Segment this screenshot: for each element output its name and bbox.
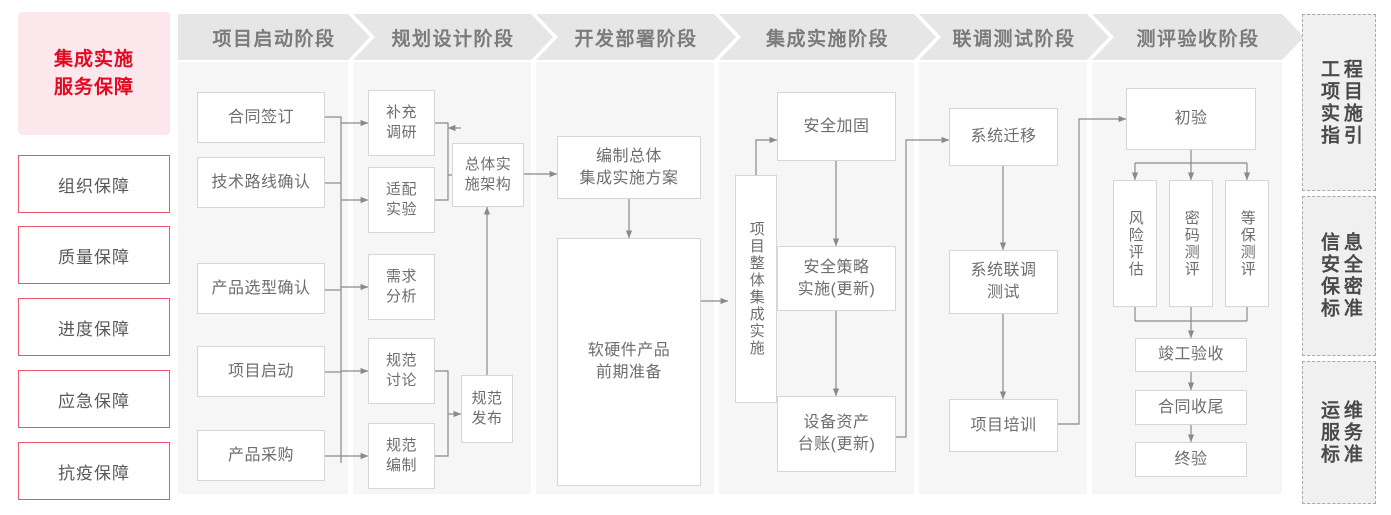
phase-header-1[interactable]: 项目启动阶段 (178, 14, 370, 60)
node-security-policy-update[interactable]: 安全策略实施(更新) (777, 246, 896, 311)
node-product-selection[interactable]: 产品选型确认 (197, 263, 325, 314)
phase-header-5[interactable]: 联调测试阶段 (919, 14, 1109, 60)
node-risk-assessment[interactable]: 风险评估 (1113, 180, 1157, 307)
node-standard-release[interactable]: 规范发布 (461, 375, 513, 443)
node-supplementary-research[interactable]: 补充调研 (368, 90, 435, 156)
node-product-purchase[interactable]: 产品采购 (197, 430, 325, 481)
node-hw-sw-preparation[interactable]: 软硬件产品前期准备 (557, 238, 701, 486)
standards-ops-col-left: 运服标 (1318, 399, 1339, 466)
sidebar-title-card: 集成实施 服务保障 (18, 12, 170, 135)
node-standard-drafting[interactable]: 规范编制 (368, 423, 435, 489)
sidebar-card-emergency[interactable]: 应急保障 (18, 370, 170, 428)
node-asset-ledger-update[interactable]: 设备资产台账(更新) (777, 396, 896, 472)
standards-panel-ops[interactable]: 维务准 运服标 (1302, 361, 1376, 504)
sidebar-card-schedule[interactable]: 进度保障 (18, 298, 170, 356)
assurance-sidebar: 集成实施 服务保障 组织保障 质量保障 进度保障 应急保障 抗疫保障 (18, 12, 170, 504)
standards-infosec-col-left: 信安保标 (1318, 232, 1339, 320)
node-initial-acceptance[interactable]: 初验 (1126, 88, 1256, 150)
node-crypto-evaluation[interactable]: 密码测评 (1169, 180, 1213, 307)
phase-header-3[interactable]: 开发部署阶段 (536, 14, 736, 60)
standards-panel-infosec[interactable]: 息全密准 信安保标 (1302, 196, 1376, 356)
standards-infosec-col-right: 息全密准 (1340, 232, 1362, 320)
phase-header-4[interactable]: 集成实施阶段 (719, 14, 936, 60)
node-overall-project-integration[interactable]: 项目整体集成实施 (735, 175, 777, 403)
node-system-joint-test[interactable]: 系统联调测试 (949, 250, 1058, 314)
node-completion-acceptance[interactable]: 竣工验收 (1135, 338, 1247, 372)
sidebar-title-line1: 集成实施 (53, 48, 134, 70)
node-adaptation-experiment[interactable]: 适配实验 (368, 167, 435, 233)
node-contract-closeout[interactable]: 合同收尾 (1135, 390, 1247, 425)
node-security-hardening[interactable]: 安全加固 (777, 92, 896, 161)
standards-engineering-col-left: 工项实指 (1318, 58, 1339, 147)
node-mlps-evaluation[interactable]: 等保测评 (1225, 180, 1269, 307)
node-overall-architecture[interactable]: 总体实施架构 (452, 143, 524, 207)
sidebar-card-organization[interactable]: 组织保障 (18, 155, 170, 213)
phase-header-6[interactable]: 测评验收阶段 (1092, 14, 1304, 60)
sidebar-title-line2: 服务保障 (53, 76, 134, 98)
node-project-kickoff[interactable]: 项目启动 (197, 346, 325, 397)
standards-panel-engineering[interactable]: 程目施引 工项实指 (1302, 14, 1376, 191)
standards-engineering-col-right: 程目施引 (1340, 58, 1362, 147)
node-standard-discussion[interactable]: 规范讨论 (368, 338, 435, 404)
node-project-training[interactable]: 项目培训 (949, 399, 1058, 452)
node-system-migration[interactable]: 系统迁移 (949, 108, 1058, 166)
sidebar-card-epidemic[interactable]: 抗疫保障 (18, 442, 170, 500)
phase-header-2[interactable]: 规划设计阶段 (353, 14, 553, 60)
node-tech-route-confirm[interactable]: 技术路线确认 (197, 157, 325, 208)
node-final-acceptance[interactable]: 终验 (1135, 442, 1247, 477)
node-overall-integration-plan[interactable]: 编制总体集成实施方案 (557, 136, 701, 199)
standards-ops-col-right: 维务准 (1340, 399, 1362, 466)
sidebar-card-quality[interactable]: 质量保障 (18, 226, 170, 284)
node-requirement-analysis[interactable]: 需求分析 (368, 254, 435, 320)
node-contract-signing[interactable]: 合同签订 (197, 92, 325, 143)
